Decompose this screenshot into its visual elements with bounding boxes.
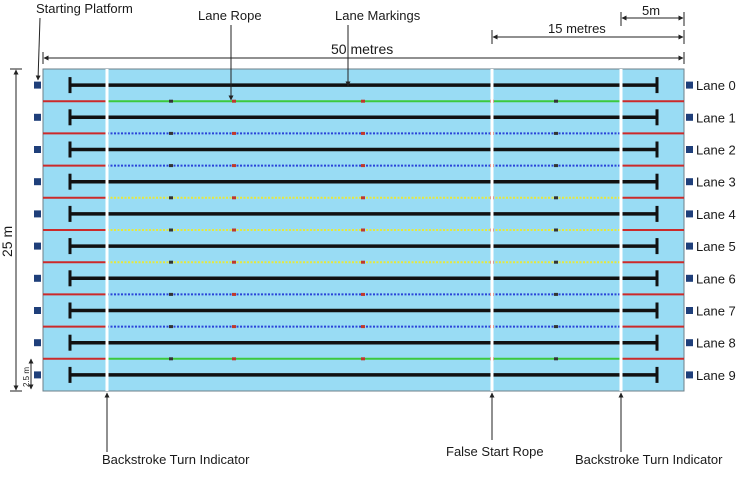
- lane-label: Lane 0: [696, 78, 736, 93]
- lane-rope-float: [169, 228, 173, 232]
- fifty-metre-label: 50 metres: [331, 41, 393, 57]
- lane-marking: [68, 205, 659, 222]
- starting-platform: [686, 178, 693, 186]
- false-start-label: False Start Rope: [446, 444, 544, 459]
- lane-rope-float: [361, 260, 365, 264]
- lane-rope: [43, 325, 684, 329]
- lane-rope-float: [554, 357, 558, 361]
- lane-label: Lane 4: [696, 207, 736, 222]
- lane-rope-float: [361, 357, 365, 361]
- lane-rope-float: [361, 325, 365, 329]
- starting-platform: [686, 274, 693, 282]
- starting-platform-label: Starting Platform: [36, 1, 133, 16]
- starting-platform: [686, 339, 693, 347]
- starting-platform: [34, 307, 41, 314]
- lane-rope: [43, 164, 684, 168]
- lane-label: Lane 1: [696, 110, 736, 125]
- starting-platform: [686, 307, 693, 314]
- lane-rope-float: [361, 196, 365, 200]
- starting-platform: [686, 81, 693, 89]
- lane-marking: [68, 141, 659, 158]
- lane-rope-float: [169, 292, 173, 296]
- starting-platform: [686, 371, 693, 379]
- starting-platform: [686, 210, 693, 218]
- lane-label: Lane 5: [696, 239, 736, 254]
- starting-platform: [34, 146, 41, 153]
- lane-rope-float: [169, 164, 173, 168]
- lane-rope-float: [169, 325, 173, 329]
- lane-rope-float: [361, 99, 365, 103]
- lane-rope-float: [554, 164, 558, 168]
- lane-rope-float: [554, 196, 558, 200]
- lane-rope-float: [169, 131, 173, 135]
- lane-marking: [68, 366, 659, 383]
- lane-rope-float: [232, 131, 236, 135]
- lane-rope-float: [232, 228, 236, 232]
- lane-rope-float: [361, 228, 365, 232]
- lane-rope-float: [361, 292, 365, 296]
- lane-marking: [68, 238, 659, 255]
- lane-labels: Lane 0 Lane 1 Lane 2 Lane 3 Lane 4 Lane 5 Lane…: [696, 78, 736, 383]
- lane-rope-float: [232, 99, 236, 103]
- lane-rope-float: [554, 292, 558, 296]
- lane-rope-float: [361, 164, 365, 168]
- lane-rope-float: [554, 325, 558, 329]
- lane-label: Lane 3: [696, 175, 736, 190]
- lane-rope: [43, 196, 684, 200]
- lane-label: Lane 8: [696, 336, 736, 351]
- backstroke-right-label: Backstroke Turn Indicator: [575, 452, 723, 467]
- lane-rope-float: [232, 164, 236, 168]
- lane-rope-float: [232, 292, 236, 296]
- lane-marking: [68, 173, 659, 190]
- lane-label: Lane 2: [696, 143, 736, 158]
- lane-rope-float: [169, 196, 173, 200]
- starting-platform: [34, 371, 41, 379]
- lane-marking: [68, 334, 659, 351]
- lane-marking: [68, 302, 659, 319]
- lane-marking: [68, 270, 659, 287]
- starting-platforms: [34, 81, 693, 379]
- lane-rope-label: Lane Rope: [198, 8, 262, 23]
- starting-platform-leader: [35, 17, 41, 81]
- five-metre-label: 5m: [642, 3, 660, 18]
- fifteen-metre-label: 15 metres: [548, 21, 606, 36]
- lane-rope-float: [232, 196, 236, 200]
- starting-platform: [686, 113, 693, 121]
- lane-ropes: [43, 99, 684, 361]
- starting-platform: [34, 113, 41, 121]
- starting-platform: [34, 210, 41, 218]
- starting-platform: [686, 146, 693, 153]
- lane-label: Lane 7: [696, 304, 736, 319]
- twentyfive-metre-label: 25 m: [0, 226, 15, 257]
- lane-rope-float: [554, 131, 558, 135]
- lane-label: Lane 6: [696, 271, 736, 286]
- lane-rope-float: [554, 260, 558, 264]
- two-five-metre-label: 2.5 m: [22, 367, 31, 387]
- lane-marking: [68, 77, 659, 94]
- lane-markings-label: Lane Markings: [335, 8, 421, 23]
- lane-rope-float: [169, 260, 173, 264]
- backstroke-left-label: Backstroke Turn Indicator: [102, 452, 250, 467]
- lane-rope: [43, 131, 684, 135]
- starting-platform: [686, 242, 693, 250]
- lane-label: Lane 9: [696, 368, 736, 383]
- lane-rope-float: [232, 260, 236, 264]
- starting-platform: [34, 242, 41, 250]
- lane-rope: [43, 228, 684, 232]
- lane-rope-float: [554, 99, 558, 103]
- starting-platform: [34, 339, 41, 347]
- starting-platform: [34, 178, 41, 186]
- lane-rope-float: [232, 357, 236, 361]
- lane-markings: [68, 77, 659, 383]
- starting-platform: [34, 274, 41, 282]
- lane-rope-float: [169, 357, 173, 361]
- lane-marking: [68, 109, 659, 126]
- lane-rope: [43, 260, 684, 264]
- lane-rope-float: [169, 99, 173, 103]
- lane-rope-float: [232, 325, 236, 329]
- lane-rope-float: [361, 131, 365, 135]
- starting-platform: [34, 81, 41, 89]
- lane-rope-float: [554, 228, 558, 232]
